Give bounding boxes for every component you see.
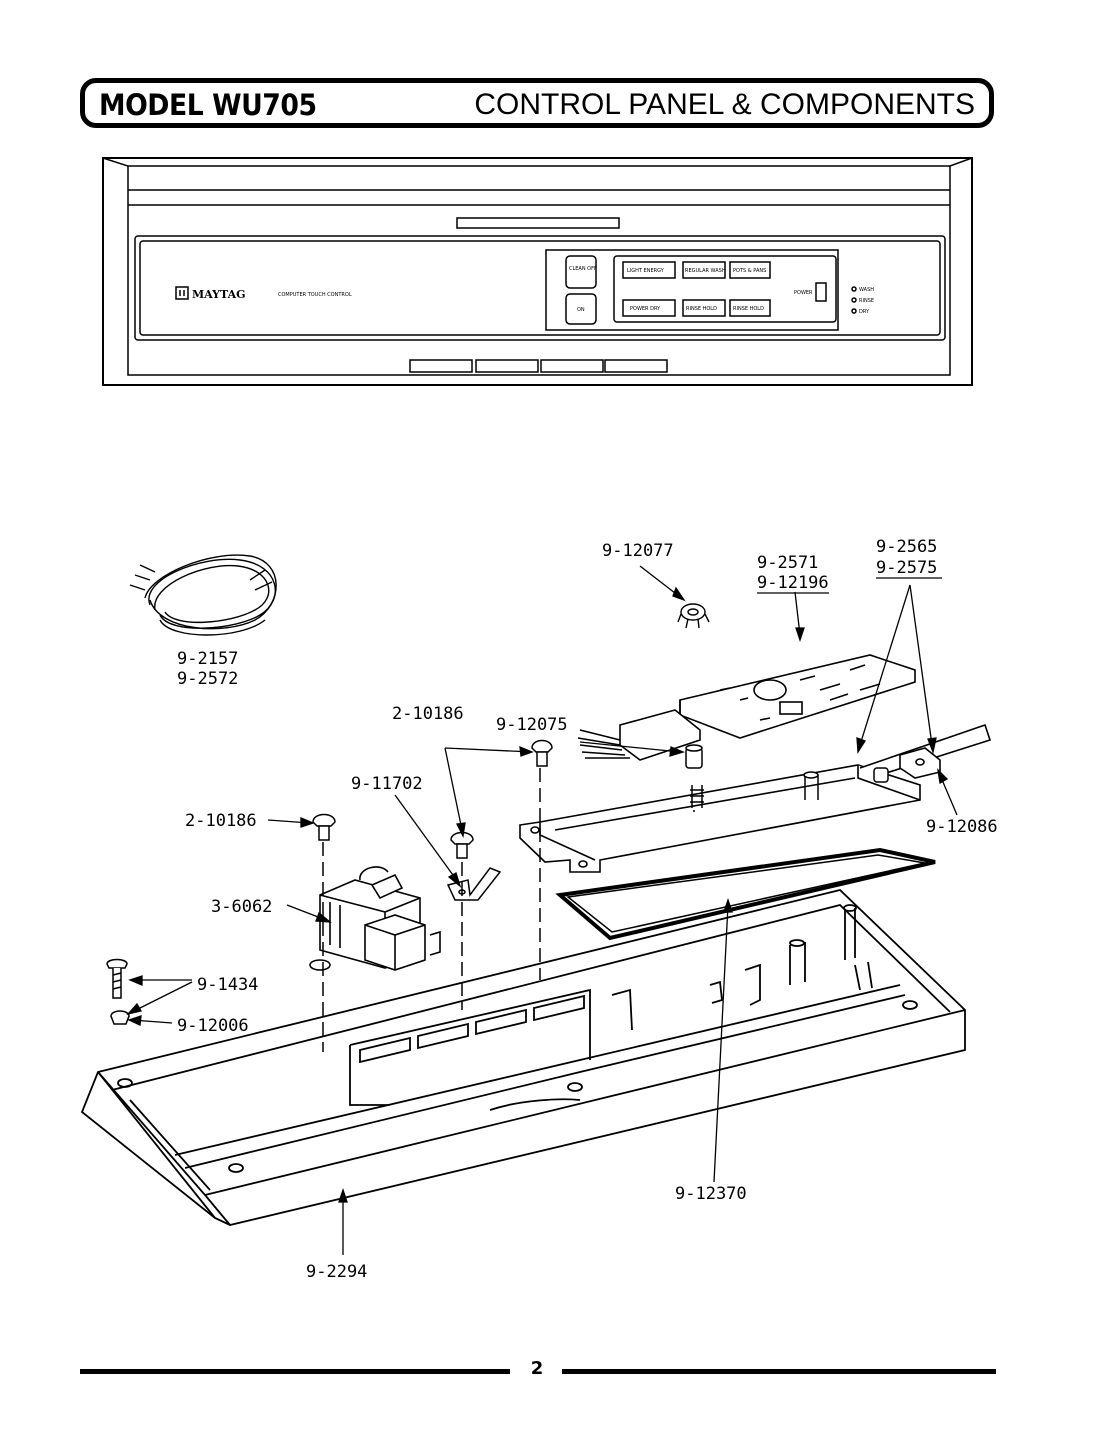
label-bracket-1: 9-2565	[876, 537, 937, 557]
label-standoff: 9-12075	[496, 715, 568, 735]
grommet	[677, 603, 710, 629]
label-transformer: 3-6062	[211, 897, 272, 917]
regular-wash-label: REGULAR WASH	[685, 268, 726, 274]
pots-pans-label: POTS & PANS	[733, 268, 766, 274]
label-board-2: 9-12196	[757, 573, 829, 593]
bracket	[519, 723, 992, 873]
model-number: MODEL WU705	[99, 88, 317, 122]
page-number: 2	[530, 1358, 544, 1379]
wash-indicator-label: WASH	[859, 287, 874, 293]
label-screws-top: 2-10186	[392, 704, 464, 724]
power-dry-label: POWER DRY	[630, 306, 661, 312]
footer-rule-right	[562, 1369, 996, 1374]
label-grommet: 9-12077	[602, 541, 674, 561]
label-clip: 9-11702	[351, 774, 423, 794]
gasket	[555, 847, 936, 941]
label-board-1: 9-2571	[757, 553, 818, 573]
on-label: ON	[577, 307, 585, 313]
label-harness-2: 9-2572	[177, 669, 238, 689]
light-energy-label: LIGHT ENERGY	[627, 268, 665, 274]
label-gasket: 9-12370	[675, 1184, 747, 1204]
label-screw-left: 2-10186	[185, 811, 257, 831]
brand-subtitle: COMPUTER TOUCH CONTROL	[278, 292, 352, 298]
screws	[106, 739, 553, 1025]
dry-indicator-label: DRY	[859, 309, 870, 315]
housing	[80, 889, 966, 1226]
label-housing: 9-2294	[306, 1262, 367, 1282]
section-title: CONTROL PANEL & COMPONENTS	[474, 88, 975, 121]
leader-lines	[126, 565, 958, 1255]
wire-harness	[129, 554, 277, 636]
alignment-lines	[322, 768, 695, 1052]
label-screw-small: 9-1434	[197, 975, 258, 995]
rinse-indicator-label: RINSE	[859, 298, 874, 304]
label-clip-right: 9-12086	[926, 817, 998, 837]
footer-rule-left	[80, 1369, 510, 1374]
rinse-hold-label-2: RINSE HOLD	[733, 306, 764, 312]
label-bracket-2: 9-2575	[876, 558, 937, 578]
circuit-board	[577, 654, 916, 761]
brand-label: MAYTAG	[192, 288, 246, 301]
rinse-hold-label-1: RINSE HOLD	[686, 306, 717, 312]
control-panel-front	[102, 157, 973, 386]
power-label: POWER	[794, 290, 813, 296]
clean-off-label: CLEAN OFF	[569, 266, 597, 272]
header-box: MODEL WU705 CONTROL PANEL & COMPONENTS	[80, 78, 994, 128]
transformer	[309, 866, 441, 971]
standoffs	[685, 744, 889, 808]
label-plug: 9-12006	[177, 1016, 249, 1036]
label-harness-1: 9-2157	[177, 649, 238, 669]
